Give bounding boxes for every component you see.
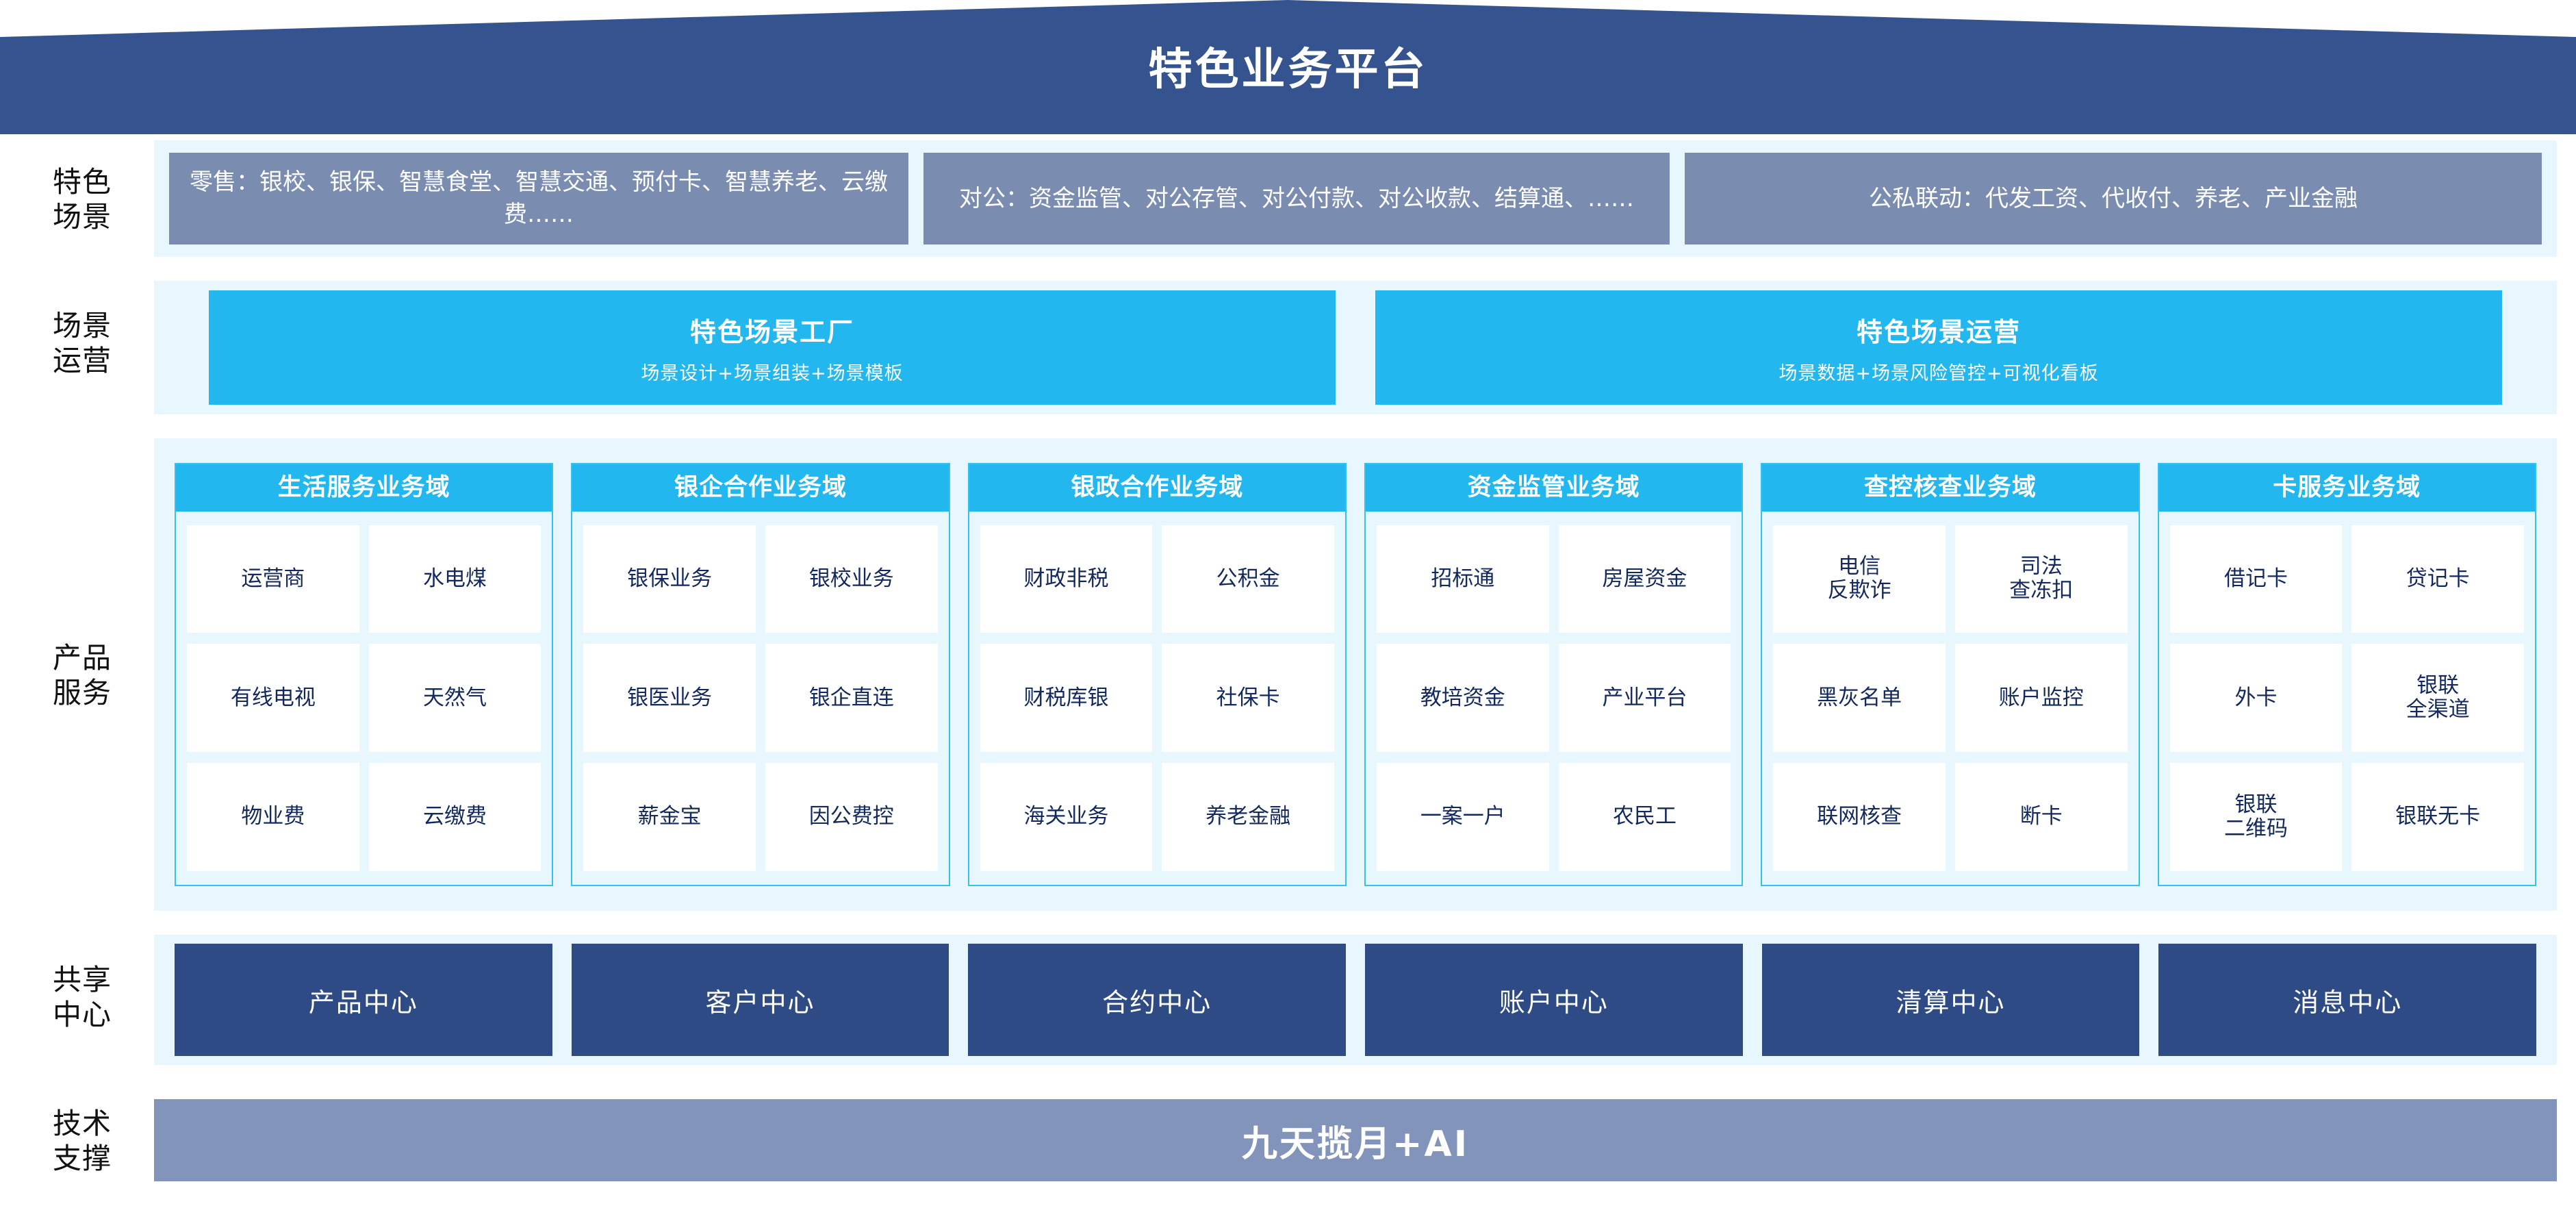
scenario-box-retail[interactable]: 零售：银校、银保、智慧食堂、智慧交通、预付卡、智慧养老、云缴费…… (169, 153, 908, 244)
domain-cell[interactable]: 银校业务 (765, 525, 938, 633)
domain-cell-grid: 借记卡 贷记卡 外卡 银联 全渠道 银联 二维码 银联无卡 (2159, 512, 2535, 885)
shared-center-product[interactable]: 产品中心 (175, 944, 552, 1056)
shared-center-account[interactable]: 账户中心 (1365, 944, 1743, 1056)
domain-card-card-service[interactable]: 卡服务业务域 借记卡 贷记卡 外卡 银联 全渠道 银联 二维码 银联无卡 (2157, 463, 2536, 886)
domain-cell[interactable]: 运营商 (187, 525, 359, 633)
domain-title: 银企合作业务域 (572, 464, 949, 512)
header-banner: 特色业务平台 (0, 0, 2576, 134)
domain-cell[interactable]: 财税库银 (980, 644, 1153, 753)
domain-cell[interactable]: 水电煤 (368, 525, 541, 633)
domain-cell[interactable]: 农民工 (1558, 763, 1731, 871)
row-label-operations: 场景 运营 (52, 309, 112, 378)
domain-cell[interactable]: 薪金宝 (583, 763, 756, 871)
scenario-band: 零售：银校、银保、智慧食堂、智慧交通、预付卡、智慧养老、云缴费…… 对公：资金监… (154, 140, 2557, 257)
domain-title: 资金监管业务域 (1365, 464, 1742, 512)
row-label-tech: 技术 支撑 (52, 1107, 112, 1176)
domain-cell[interactable]: 招标通 (1376, 525, 1549, 633)
scenario-box-corporate[interactable]: 对公：资金监管、对公存管、对公付款、对公收款、结算通、…… (923, 153, 1670, 244)
shared-center-customer[interactable]: 客户中心 (571, 944, 949, 1056)
domain-cell[interactable]: 云缴费 (368, 763, 541, 871)
domain-title: 生活服务业务域 (176, 464, 552, 512)
domain-cell[interactable]: 物业费 (187, 763, 359, 871)
shared-center-list: 产品中心 客户中心 合约中心 账户中心 清算中心 消息中心 (154, 935, 2557, 1065)
domain-cell[interactable]: 海关业务 (980, 763, 1153, 871)
product-band: 生活服务业务域 运营商 水电煤 有线电视 天然气 物业费 云缴费 银企合作业务域… (154, 438, 2557, 911)
operations-subtitle: 场景设计+场景组装+场景模板 (641, 362, 904, 384)
domain-cell[interactable]: 账户监控 (1954, 644, 2128, 753)
domain-cell[interactable]: 电信 反欺诈 (1773, 525, 1946, 633)
shared-center-clearing[interactable]: 清算中心 (1761, 944, 2140, 1056)
row-label-scenario: 特色 场景 (52, 165, 112, 234)
operations-title: 特色场景工厂 (689, 316, 854, 347)
domain-cell[interactable]: 银联 二维码 (2169, 763, 2343, 871)
shared-center-message[interactable]: 消息中心 (2158, 944, 2537, 1056)
domain-cell[interactable]: 社保卡 (1162, 644, 1334, 753)
domain-cell[interactable]: 贷记卡 (2351, 525, 2524, 633)
domain-card-list: 生活服务业务域 运营商 水电煤 有线电视 天然气 物业费 云缴费 银企合作业务域… (154, 438, 2557, 911)
scenario-box-list: 零售：银校、银保、智慧食堂、智慧交通、预付卡、智慧养老、云缴费…… 对公：资金监… (154, 140, 2557, 257)
domain-cell-grid: 电信 反欺诈 司法 查冻扣 黑灰名单 账户监控 联网核查 断卡 (1762, 512, 2138, 885)
domain-cell-grid: 运营商 水电煤 有线电视 天然气 物业费 云缴费 (176, 512, 552, 885)
domain-cell[interactable]: 银保业务 (583, 525, 756, 633)
domain-cell[interactable]: 银联 全渠道 (2351, 644, 2524, 753)
domain-cell[interactable]: 外卡 (2169, 644, 2343, 753)
shared-center-contract[interactable]: 合约中心 (968, 944, 1347, 1056)
domain-card-investigation-control[interactable]: 查控核查业务域 电信 反欺诈 司法 查冻扣 黑灰名单 账户监控 联网核查 断卡 (1761, 463, 2140, 886)
domain-cell[interactable]: 有线电视 (187, 644, 359, 753)
domain-title: 查控核查业务域 (1762, 464, 2139, 512)
domain-cell[interactable]: 教培资金 (1376, 644, 1549, 753)
domain-card-fund-supervision[interactable]: 资金监管业务域 招标通 房屋资金 教培资金 产业平台 一案一户 农民工 (1364, 463, 1744, 886)
operations-box-list: 特色场景工厂 场景设计+场景组装+场景模板 特色场景运营 场景数据+场景风险管控… (154, 281, 2557, 414)
page-title: 特色业务平台 (1148, 45, 1428, 95)
row-label-shared: 共享 中心 (52, 963, 112, 1032)
domain-cell[interactable]: 因公费控 (765, 763, 938, 871)
domain-card-life-service[interactable]: 生活服务业务域 运营商 水电煤 有线电视 天然气 物业费 云缴费 (175, 463, 554, 886)
operations-box-scene-operation[interactable]: 特色场景运营 场景数据+场景风险管控+可视化看板 (1375, 290, 2502, 405)
domain-title: 银政合作业务域 (969, 464, 1345, 512)
domain-cell[interactable]: 一案一户 (1376, 763, 1549, 871)
domain-cell[interactable]: 银医业务 (583, 644, 756, 753)
domain-cell[interactable]: 房屋资金 (1558, 525, 1731, 633)
operations-band: 特色场景工厂 场景设计+场景组装+场景模板 特色场景运营 场景数据+场景风险管控… (154, 281, 2557, 414)
domain-card-bank-enterprise[interactable]: 银企合作业务域 银保业务 银校业务 银医业务 银企直连 薪金宝 因公费控 (571, 463, 950, 886)
domain-cell[interactable]: 断卡 (1954, 763, 2128, 871)
domain-cell[interactable]: 司法 查冻扣 (1954, 525, 2128, 633)
chevron-banner-shape (0, 0, 2576, 134)
domain-title: 卡服务业务域 (2158, 464, 2535, 512)
domain-cell[interactable]: 公积金 (1162, 525, 1334, 633)
row-label-product: 产品 服务 (52, 641, 112, 710)
operations-box-scene-factory[interactable]: 特色场景工厂 场景设计+场景组装+场景模板 (209, 290, 1336, 405)
domain-cell[interactable]: 借记卡 (2169, 525, 2343, 633)
tech-support-label: 九天揽月+AI (1241, 1123, 1470, 1165)
domain-cell-grid: 招标通 房屋资金 教培资金 产业平台 一案一户 农民工 (1366, 512, 1742, 885)
shared-center-band: 产品中心 客户中心 合约中心 账户中心 清算中心 消息中心 (154, 935, 2557, 1065)
operations-title: 特色场景运营 (1856, 316, 2021, 347)
domain-cell-grid: 银保业务 银校业务 银医业务 银企直连 薪金宝 因公费控 (572, 512, 948, 885)
scenario-box-public-private[interactable]: 公私联动：代发工资、代收付、养老、产业金融 (1685, 153, 2542, 244)
domain-cell[interactable]: 天然气 (368, 644, 541, 753)
domain-cell[interactable]: 黑灰名单 (1773, 644, 1946, 753)
domain-cell[interactable]: 银联无卡 (2351, 763, 2524, 871)
domain-cell[interactable]: 养老金融 (1162, 763, 1334, 871)
domain-cell-grid: 财政非税 公积金 财税库银 社保卡 海关业务 养老金融 (969, 512, 1345, 885)
domain-cell[interactable]: 财政非税 (980, 525, 1153, 633)
domain-card-bank-government[interactable]: 银政合作业务域 财政非税 公积金 财税库银 社保卡 海关业务 养老金融 (967, 463, 1347, 886)
domain-cell[interactable]: 联网核查 (1773, 763, 1946, 871)
domain-cell[interactable]: 银企直连 (765, 644, 938, 753)
tech-support-bar[interactable]: 九天揽月+AI (154, 1099, 2557, 1181)
domain-cell[interactable]: 产业平台 (1558, 644, 1731, 753)
operations-subtitle: 场景数据+场景风险管控+可视化看板 (1778, 362, 2099, 384)
